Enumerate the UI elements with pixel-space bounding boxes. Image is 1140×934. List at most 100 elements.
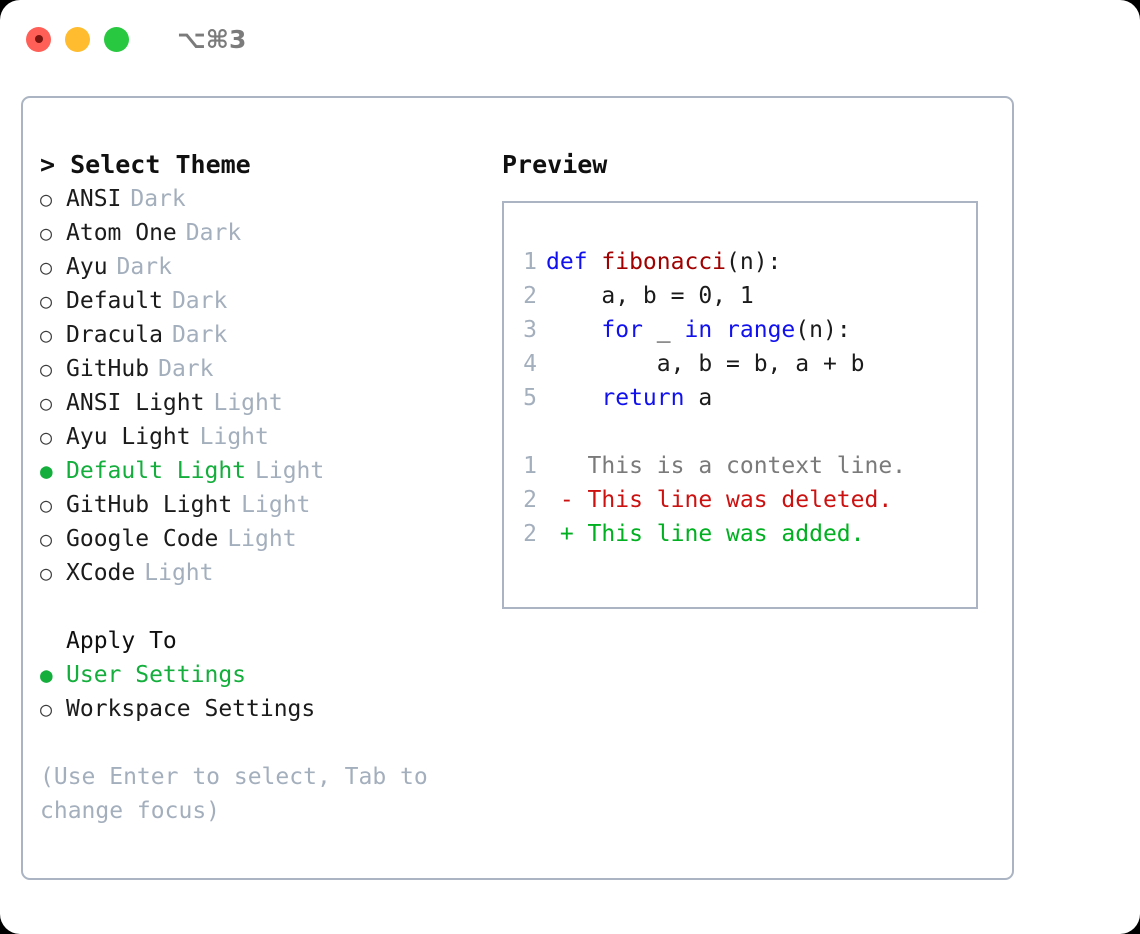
theme-option[interactable]: ○ Google Code Light — [40, 522, 490, 556]
theme-option[interactable]: ○ ANSI Light Light — [40, 386, 490, 420]
line-text: a, b = 0, 1 — [546, 279, 753, 313]
theme-option-label: Ayu Light — [66, 424, 191, 450]
theme-option-variant: Light — [144, 560, 214, 586]
radio-unselected-icon: ○ — [40, 561, 53, 585]
token: + This line was added. — [546, 521, 865, 547]
radio-unselected-icon: ○ — [40, 289, 53, 313]
line-text: return a — [546, 381, 712, 415]
radio-unselected-icon: ○ — [40, 697, 53, 721]
select-theme-header: > Select Theme — [40, 150, 251, 179]
line-text: This is a context line. — [546, 449, 907, 483]
token: _ — [642, 317, 685, 343]
apply-to-option[interactable]: ○ Workspace Settings — [40, 692, 490, 726]
token: This is a context line. — [546, 453, 907, 479]
theme-option-label: Default — [66, 288, 163, 314]
zoom-button-icon[interactable] — [104, 26, 129, 52]
line-number: 4 — [523, 351, 537, 377]
close-button-icon[interactable] — [26, 26, 51, 52]
theme-option-label: XCode — [66, 560, 136, 586]
theme-option-variant: Light — [255, 458, 325, 484]
diff-line: 2 - This line was deleted. — [504, 483, 976, 517]
line-number: 1 — [523, 249, 537, 275]
line-number: 2 — [523, 283, 537, 309]
theme-option[interactable]: ○ Atom One Dark — [40, 216, 490, 250]
radio-unselected-icon: ○ — [40, 357, 53, 381]
diff-line: 1 This is a context line. — [504, 449, 976, 483]
line-number: 1 — [523, 453, 537, 479]
token: (n): — [795, 317, 851, 343]
token: - This line was deleted. — [546, 487, 893, 513]
token: def — [546, 249, 602, 275]
theme-option[interactable]: ○ XCode Light — [40, 556, 490, 590]
radio-unselected-icon: ○ — [40, 323, 53, 347]
radio-unselected-icon: ○ — [40, 187, 53, 211]
radio-unselected-icon: ○ — [40, 391, 53, 415]
radio-unselected-icon: ○ — [40, 255, 53, 279]
token: fibonacci — [601, 249, 727, 275]
theme-option[interactable]: ○ ANSI Dark — [40, 182, 490, 216]
line-text: - This line was deleted. — [546, 483, 892, 517]
theme-option-label: ANSI Light — [66, 390, 205, 416]
theme-option-label: Atom One — [66, 220, 177, 246]
theme-option-variant: Dark — [116, 254, 172, 280]
keyboard-hint: (Use Enter to select, Tab to change focu… — [40, 764, 442, 824]
theme-option-variant: Dark — [185, 220, 242, 246]
theme-option-variant: Light — [213, 390, 283, 416]
token: range — [726, 317, 796, 343]
theme-option[interactable]: ○ Ayu Light Light — [40, 420, 490, 454]
minimize-button-icon[interactable] — [65, 26, 90, 52]
code-line: 3 for _ in range(n): — [504, 313, 976, 347]
window-title: ⌥⌘3 — [177, 24, 247, 54]
title-bar: ⌥⌘3 — [0, 0, 1140, 78]
theme-option-variant: Dark — [171, 288, 228, 314]
preview-header: Preview — [502, 150, 608, 179]
theme-option-variant: Light — [227, 526, 297, 552]
theme-option-label: GitHub — [66, 356, 150, 382]
theme-option[interactable]: ○ GitHub Dark — [40, 352, 490, 386]
apply-to-option-label: User Settings — [66, 662, 247, 688]
line-number: 2 — [523, 487, 537, 513]
theme-option[interactable]: ● Default Light Light — [40, 454, 490, 488]
theme-option-label: Dracula — [66, 322, 163, 348]
theme-option-label: Google Code — [66, 526, 219, 552]
radio-unselected-icon: ○ — [40, 493, 53, 517]
code-line: 2 a, b = 0, 1 — [504, 279, 976, 313]
radio-unselected-icon: ○ — [40, 221, 53, 245]
apply-to-option-label: Workspace Settings — [66, 696, 316, 722]
radio-selected-icon: ● — [40, 663, 53, 687]
theme-option[interactable]: ○ Default Dark — [40, 284, 490, 318]
token: a, b = b, a + b — [546, 351, 865, 377]
theme-option-variant: Dark — [171, 322, 228, 348]
radio-selected-icon: ● — [40, 459, 53, 483]
token: return — [601, 385, 685, 411]
diff-sample: 1 This is a context line.2 - This line w… — [504, 449, 976, 551]
line-text: + This line was added. — [546, 517, 865, 551]
theme-option[interactable]: ○ Dracula Dark — [40, 318, 490, 352]
theme-option-variant: Dark — [130, 186, 186, 212]
preview-spacer — [504, 415, 976, 449]
theme-option-label: Default Light — [66, 458, 247, 484]
diff-line: 2 + This line was added. — [504, 517, 976, 551]
token — [546, 385, 601, 411]
theme-option-variant: Light — [199, 424, 269, 450]
apply-to-list[interactable]: ● User Settings ○ Workspace Settings — [40, 658, 490, 726]
code-line: 5 return a — [504, 381, 976, 415]
line-number: 2 — [523, 521, 537, 547]
radio-unselected-icon: ○ — [40, 527, 53, 551]
apply-to-option[interactable]: ● User Settings — [40, 658, 490, 692]
line-text: for _ in range(n): — [546, 313, 851, 347]
theme-option-label: ANSI — [66, 186, 122, 212]
token — [712, 317, 726, 343]
radio-unselected-icon: ○ — [40, 425, 53, 449]
theme-option-variant: Dark — [158, 356, 214, 382]
theme-option-label: Ayu — [66, 254, 108, 280]
theme-option[interactable]: ○ Ayu Dark — [40, 250, 490, 284]
